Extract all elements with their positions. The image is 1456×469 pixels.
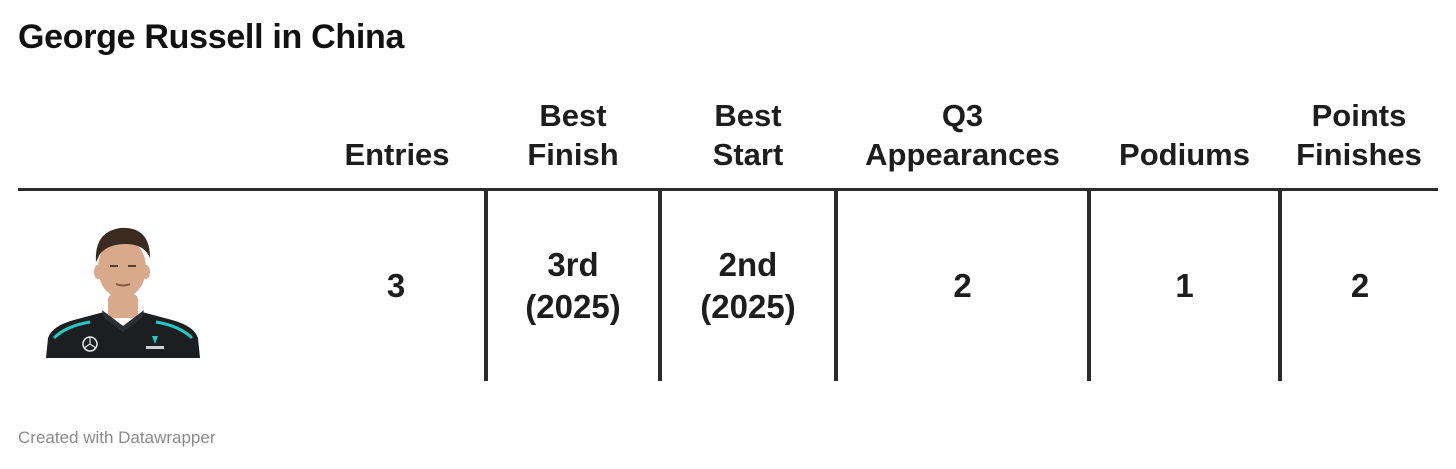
cell-best-start: 2nd (2025) — [658, 189, 836, 381]
value-best-finish-line1: 3rd — [547, 246, 599, 283]
portrait-collar — [102, 310, 144, 332]
header-best-finish: Best Finish — [486, 96, 660, 190]
footer-credit: Created with Datawrapper — [18, 428, 216, 447]
chart-title: George Russell in China — [18, 18, 405, 56]
header-points-line1: Points — [1311, 98, 1407, 133]
stats-table: Entries Best Finish Best Start Q3 Appear… — [18, 96, 1438, 381]
header-points-finishes: Points Finishes — [1280, 96, 1438, 190]
portrait-trim-left — [52, 320, 91, 340]
header-entries-line1: Entries — [344, 137, 450, 172]
portrait-ear-left — [94, 265, 102, 279]
value-entries: 3 — [386, 267, 406, 304]
header-best-start-line2: Start — [712, 137, 784, 172]
header-best-finish-line2: Finish — [527, 137, 619, 172]
value-best-start-line1: 2nd — [718, 246, 778, 283]
portrait-badge-right — [152, 336, 158, 344]
portrait-face — [98, 238, 146, 298]
header-podiums-line1: Podiums — [1119, 137, 1250, 172]
portrait-ear-right — [142, 265, 150, 279]
header-entries: Entries — [308, 96, 486, 190]
portrait-hair — [95, 227, 150, 262]
portrait-neck — [108, 294, 138, 318]
header-best-start-line1: Best — [714, 98, 782, 133]
header-best-finish-line1: Best — [539, 98, 607, 133]
driver-portrait-icon — [46, 227, 200, 358]
table-row: 3 3rd (2025) 2nd (2025) 2 1 2 — [18, 189, 1438, 382]
cell-points-finishes: 2 — [1278, 189, 1438, 381]
value-points-finishes: 2 — [1350, 267, 1370, 304]
value-q3-appearances: 2 — [953, 267, 972, 304]
header-q3-line2: Appearances — [865, 137, 1060, 172]
value-best-finish-line2: (2025) — [525, 288, 621, 325]
header-q3-line1: Q3 — [941, 98, 984, 133]
portrait-trim-right — [155, 320, 194, 340]
header-podiums: Podiums — [1089, 96, 1280, 190]
cell-podiums: 1 — [1087, 189, 1280, 381]
photo-cell — [18, 190, 308, 382]
header-photo — [18, 96, 308, 190]
header-q3-appearances: Q3 Appearances — [836, 96, 1089, 190]
cell-entries: 3 — [308, 190, 486, 382]
header-points-line2: Finishes — [1296, 137, 1422, 172]
value-podiums: 1 — [1175, 267, 1194, 304]
header-best-start: Best Start — [660, 96, 836, 190]
cell-best-finish: 3rd (2025) — [484, 189, 660, 381]
header-row: Entries Best Finish Best Start Q3 Appear… — [18, 96, 1438, 190]
portrait-suit — [46, 312, 200, 358]
cell-q3-appearances: 2 — [834, 189, 1089, 381]
value-best-start-line2: (2025) — [700, 288, 796, 325]
driver-photo — [46, 222, 200, 358]
